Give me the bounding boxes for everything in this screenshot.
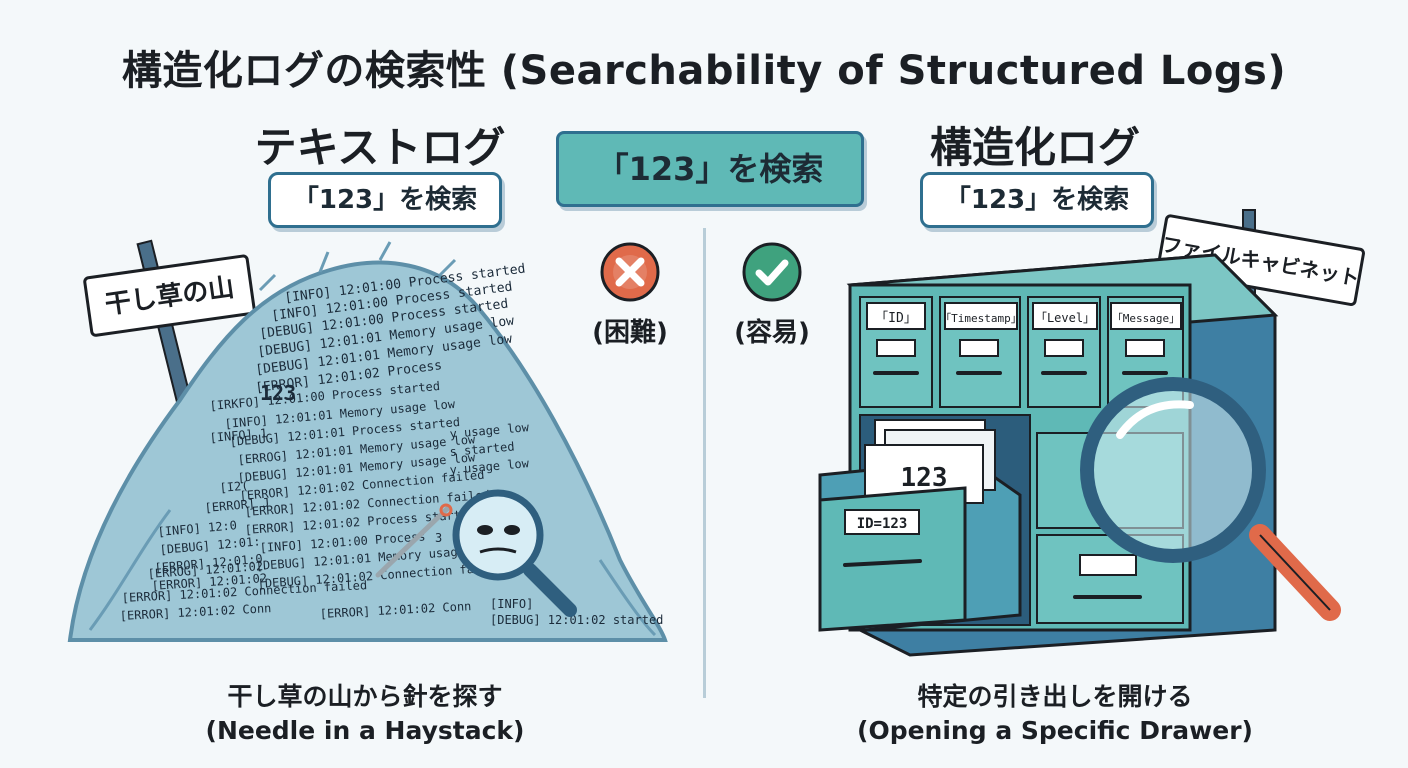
log-line: [ERROR] J	[204, 495, 270, 515]
easy-label: (容易)	[734, 318, 810, 348]
log-line: [I2(	[219, 479, 249, 495]
folder-value-123: 123	[901, 463, 948, 493]
structured-log-heading: 構造化ログ	[929, 123, 1140, 172]
drawer-label-message: 「Message」	[1112, 312, 1180, 325]
fail-x-icon	[600, 242, 660, 302]
success-check-icon	[742, 242, 802, 302]
log-line: 123	[260, 381, 296, 405]
log-line: [INFO] 1	[209, 426, 268, 445]
top-drawer-row: 「ID」 「Timestamp」 「Level」 「Message」	[859, 296, 1184, 408]
center-query-box: 「123」を検索	[556, 131, 864, 207]
needle	[375, 505, 451, 578]
right-caption: 特定の引き出しを開ける (Opening a Specific Drawer)	[840, 680, 1270, 748]
main-title: 構造化ログの検索性 (Searchability of Structured L…	[121, 48, 1287, 94]
magnifying-glass-icon	[1080, 377, 1341, 621]
haystack-sign: 干し草の山	[83, 254, 256, 337]
drawer-label-id: 「ID」	[875, 311, 917, 326]
drawer-tag-id: ID=123	[857, 516, 908, 532]
drawer-label-timestamp: 「Timestamp」	[940, 312, 1022, 325]
open-drawer: 123 ID=123	[818, 419, 1022, 632]
log-line: y usage low	[449, 420, 530, 441]
difficult-label: (困難)	[592, 318, 668, 348]
drawer-label-level: 「Level」	[1035, 311, 1095, 325]
magnifier-character-icon	[452, 489, 577, 617]
haystack-illustration: 干し草の山 [INFO] 12:01:00 Process started[IN…	[67, 239, 668, 642]
center-divider	[703, 228, 706, 698]
text-log-heading: テキストログ	[254, 123, 506, 172]
log-line: [INFO]	[490, 597, 533, 611]
log-line: [INFO] 12:0	[157, 518, 237, 539]
file-cabinet-illustration: ファイルキャビネット 「ID」 「Timestamp」 「Level」 「Mes…	[818, 209, 1365, 657]
left-caption-ja: 干し草の山から針を探す	[227, 682, 503, 711]
log-line: 3	[435, 531, 442, 545]
text-log-query-box: 「123」を検索	[268, 172, 502, 228]
log-line: [DEBUG] 12:01:02 started	[490, 613, 663, 627]
structured-log-query-box: 「123」を検索	[920, 172, 1154, 228]
left-caption: 干し草の山から針を探す (Needle in a Haystack)	[150, 680, 580, 748]
log-line: s started	[449, 439, 515, 459]
left-caption-en: (Needle in a Haystack)	[205, 716, 525, 745]
log-line: y usage low	[449, 456, 530, 477]
right-caption-ja: 特定の引き出しを開ける	[917, 682, 1193, 711]
right-caption-en: (Opening a Specific Drawer)	[857, 716, 1253, 745]
